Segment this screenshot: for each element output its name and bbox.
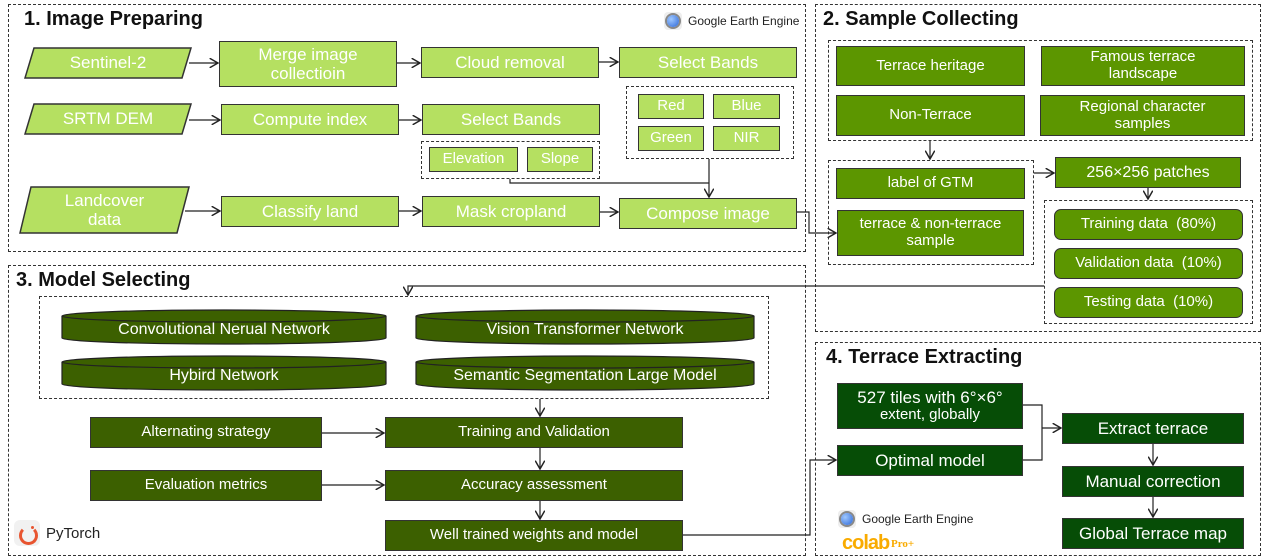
pytorch-label: PyTorch <box>46 524 101 542</box>
alternating-strategy-box: Alternating strategy <box>90 417 322 448</box>
terrace-non-terrace-sample: terrace & non-terrace sample <box>837 210 1024 256</box>
terrace-extracting-title: 4. Terrace Extracting <box>826 346 1023 368</box>
gee-logo-2: Google Earth Engine <box>838 510 973 528</box>
compute-index-box: Compute index <box>221 104 399 135</box>
input-srtm-dem: SRTM DEM <box>24 103 192 135</box>
source-non-terrace: Non-Terrace <box>836 95 1025 136</box>
split-testing: Testing data (10%) <box>1054 287 1243 318</box>
model-selecting-title: 3. Model Selecting <box>16 269 191 291</box>
training-validation-box: Training and Validation <box>385 417 683 448</box>
band-nir: NIR <box>713 126 780 151</box>
gee-label: Google Earth Engine <box>688 14 800 28</box>
sample-sources-group <box>828 40 1253 141</box>
input-srtm-dem-label: SRTM DEM <box>62 109 154 129</box>
model-seg-large: Semantic Segmentation Large Model <box>415 355 755 391</box>
global-terrace-map-box: Global Terrace map <box>1062 518 1244 549</box>
select-bands-dem-box: Select Bands <box>422 104 600 135</box>
splits-group <box>1044 200 1253 324</box>
sample-collecting-title: 2. Sample Collecting <box>823 8 1019 30</box>
model-seg-large-label: Semantic Segmentation Large Model <box>453 367 717 384</box>
model-cnn: Convolutional Nerual Network <box>61 309 387 345</box>
source-regional-character: Regional character samples <box>1040 95 1245 136</box>
split-validation: Validation data (10%) <box>1054 248 1243 279</box>
model-vit-label: Vision Transformer Network <box>486 321 684 338</box>
gee-logo: Google Earth Engine <box>664 12 799 30</box>
source-famous-terrace-landscape: Famous terrace landscape <box>1041 46 1245 86</box>
pytorch-icon <box>14 520 40 546</box>
panel-terrace-extracting <box>815 342 1261 556</box>
accuracy-assessment-box: Accuracy assessment <box>385 470 683 501</box>
label-of-gtm: label of GTM <box>836 168 1025 199</box>
band-red: Red <box>638 94 704 119</box>
tiles-sublabel: extent, globally <box>879 406 981 424</box>
panel-model-selecting <box>8 265 806 556</box>
split-training: Training data (80%) <box>1054 209 1243 240</box>
band-blue: Blue <box>713 94 780 119</box>
evaluation-metrics-box: Evaluation metrics <box>90 470 322 501</box>
image-preparing-title: 1. Image Preparing <box>24 8 203 30</box>
tiles-label: 527 tiles with 6°×6° <box>857 388 1003 408</box>
band-green: Green <box>638 126 704 151</box>
input-sentinel-2-label: Sentinel-2 <box>69 53 147 73</box>
well-trained-model-box: Well trained weights and model <box>385 520 683 551</box>
classify-land-box: Classify land <box>221 196 399 227</box>
panel-image-preparing <box>8 4 806 252</box>
cloud-removal-box: Cloud removal <box>421 47 599 78</box>
google-earth-engine-icon <box>664 12 682 30</box>
colab-logo: colab <box>842 532 890 554</box>
merge-image-collection-box: Merge image collectioin <box>219 41 397 87</box>
gee-label-2: Google Earth Engine <box>862 512 974 526</box>
band-elevation: Elevation <box>429 147 518 172</box>
mask-cropland-box: Mask cropland <box>422 196 600 227</box>
dem-bands-group <box>421 141 600 179</box>
select-bands-s2-box: Select Bands <box>619 47 797 78</box>
s2-bands-group <box>626 86 794 159</box>
model-cnn-label: Convolutional Nerual Network <box>118 321 330 338</box>
patches-box: 256×256 patches <box>1055 157 1241 188</box>
input-landcover-label: Landcover data <box>64 190 145 229</box>
panel-sample-collecting <box>815 4 1261 332</box>
band-slope: Slope <box>527 147 593 172</box>
extract-terrace-box: Extract terrace <box>1062 413 1244 444</box>
manual-correction-box: Manual correction <box>1062 466 1244 497</box>
colab-pro-label: Pro+ <box>891 538 915 550</box>
tiles-box: 527 tiles with 6°×6° extent, globally <box>837 383 1023 429</box>
compose-image-box: Compose image <box>619 198 797 229</box>
input-landcover-data: Landcover data <box>19 186 190 234</box>
google-earth-engine-icon <box>838 510 856 528</box>
model-vit: Vision Transformer Network <box>415 309 755 345</box>
pytorch-logo: PyTorch <box>14 520 100 546</box>
model-hybrid: Hybird Network <box>61 355 387 391</box>
optimal-model-box: Optimal model <box>837 445 1023 476</box>
input-sentinel-2: Sentinel-2 <box>24 47 192 79</box>
source-terrace-heritage: Terrace heritage <box>836 46 1025 86</box>
model-hybrid-label: Hybird Network <box>169 367 279 384</box>
models-group <box>39 296 769 399</box>
